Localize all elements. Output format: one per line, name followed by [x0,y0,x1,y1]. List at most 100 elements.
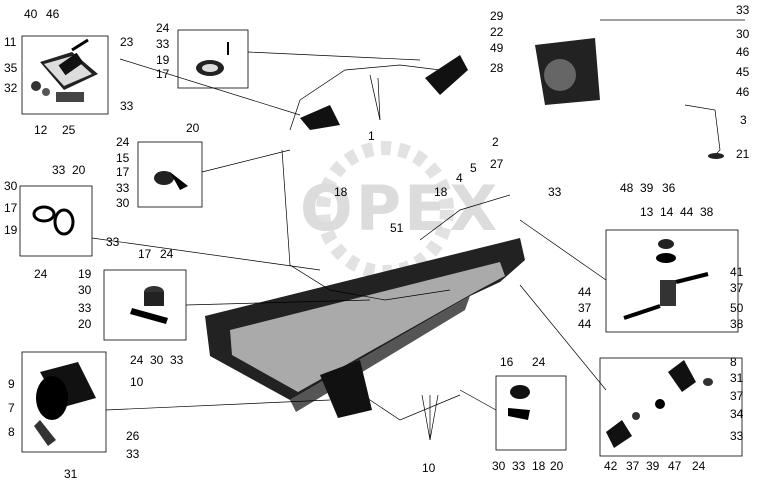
label-33: 33 [156,37,170,51]
detail-box-bottom-right [599,357,743,457]
label-15: 15 [116,151,130,165]
label-30: 30 [492,459,506,473]
label-17: 17 [156,67,170,81]
label-24: 24 [34,267,48,281]
label-24: 24 [156,21,170,35]
label-34: 34 [730,407,744,421]
label-8: 8 [730,355,737,369]
label-37: 37 [730,281,744,295]
label-24: 24 [160,247,174,261]
label-7: 7 [8,401,15,415]
label-33: 33 [512,459,526,473]
label-2: 2 [492,135,499,149]
label-24: 24 [692,459,706,473]
label-51: 51 [390,221,404,235]
main-assembly [205,38,724,421]
callout-labels: 40 46 11 23 35 32 33 12 25 24 33 19 17 2… [4,3,750,481]
label-31: 31 [730,371,744,385]
label-30: 30 [116,196,130,210]
label-17: 17 [138,247,152,261]
label-24: 24 [116,135,130,149]
label-23: 23 [120,35,134,49]
label-49: 49 [490,41,504,55]
label-14: 14 [660,205,674,219]
label-33: 33 [116,181,130,195]
label-18: 18 [334,185,348,199]
label-19: 19 [78,267,92,281]
label-41: 41 [730,265,744,279]
label-38: 38 [730,317,744,331]
label-50: 50 [730,301,744,315]
label-3: 3 [740,113,747,127]
label-31: 31 [64,467,78,481]
label-42: 42 [604,459,618,473]
label-46: 46 [736,45,750,59]
leader-lines [91,19,745,441]
label-25: 25 [62,123,76,137]
label-30: 30 [736,27,750,41]
detail-box-top-left [21,35,109,115]
label-4: 4 [456,171,463,185]
label-24: 24 [130,353,144,367]
detail-box-bottom-center [495,375,567,451]
label-48: 48 [620,181,634,195]
label-39: 39 [646,459,660,473]
label-46: 46 [46,7,60,21]
label-33: 33 [548,185,562,199]
label-38: 38 [700,205,714,219]
label-22: 22 [490,25,504,39]
detail-box-center [103,269,187,341]
detail-box-left [19,185,93,257]
detail-box-bottom-left [21,351,107,453]
label-44: 44 [578,285,592,299]
label-46: 46 [736,85,750,99]
label-37: 37 [730,389,744,403]
label-27: 27 [490,157,504,171]
label-20: 20 [72,163,86,177]
label-19: 19 [4,223,18,237]
label-33: 33 [736,3,750,17]
label-29: 29 [490,9,504,23]
label-17: 17 [4,201,18,215]
label-45: 45 [736,65,750,79]
label-44: 44 [578,317,592,331]
detail-box-top-center [177,29,249,89]
label-17: 17 [116,165,130,179]
label-11: 11 [4,35,17,49]
label-19: 19 [156,53,170,67]
label-20: 20 [78,317,92,331]
label-33: 33 [106,235,120,249]
label-37: 37 [578,301,592,315]
label-24: 24 [532,355,546,369]
label-16: 16 [500,355,514,369]
label-33: 33 [52,163,66,177]
label-44: 44 [680,205,694,219]
label-30: 30 [78,283,92,297]
label-37: 37 [626,459,640,473]
label-33: 33 [730,429,744,443]
label-10: 10 [422,461,436,475]
label-1: 1 [368,129,375,143]
label-40: 40 [24,7,38,21]
label-47: 47 [668,459,682,473]
label-33: 33 [78,301,92,315]
detail-box-mid-left [137,141,203,208]
label-20: 20 [186,121,200,135]
label-36: 36 [662,181,676,195]
detail-box-right [605,229,739,333]
label-10: 10 [130,375,144,389]
label-32: 32 [4,81,18,95]
label-30: 30 [150,353,164,367]
label-8: 8 [8,425,15,439]
label-26: 26 [126,429,140,443]
label-28: 28 [490,61,504,75]
label-33: 33 [170,353,184,367]
label-39: 39 [640,181,654,195]
label-20: 20 [550,459,564,473]
label-21: 21 [736,147,750,161]
label-9: 9 [8,377,15,391]
label-33: 33 [126,447,140,461]
label-12: 12 [34,123,48,137]
label-33: 33 [120,99,134,113]
